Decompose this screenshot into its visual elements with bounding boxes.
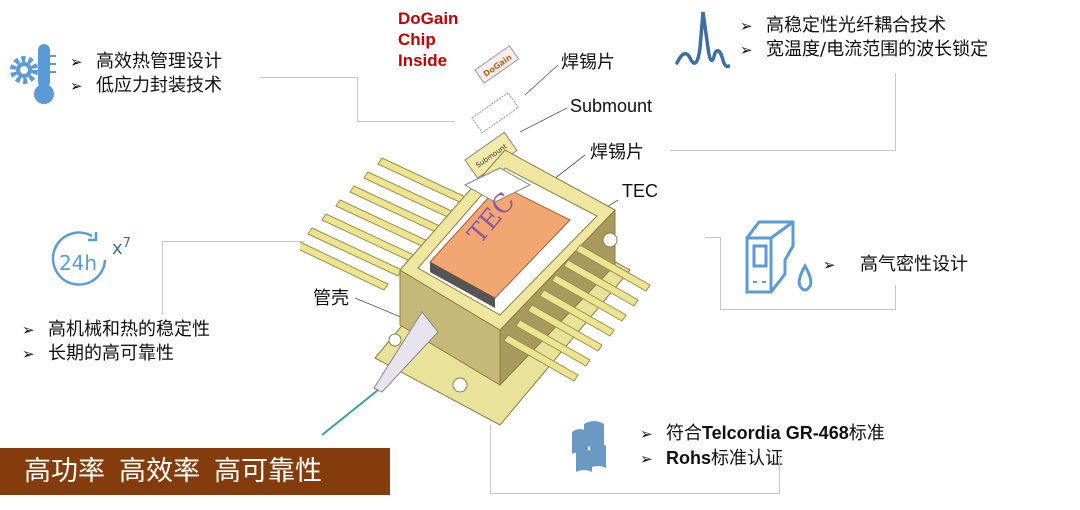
hermetic-bullets: ➢ 高气密性设计: [823, 253, 968, 277]
bullet-arrow-icon: ➢: [640, 450, 653, 468]
bullet-text: 高机械和热的稳定性: [48, 319, 210, 340]
bullet-item: ➢ 符合Telcordia GR-468标准: [640, 421, 885, 446]
optical-fiber: [321, 389, 379, 436]
banner-item: 高效率: [119, 456, 200, 487]
bullet-arrow-icon: ➢: [70, 77, 83, 95]
connector-line: [357, 121, 455, 122]
submount-label: Submount: [570, 96, 653, 116]
stability-bullets: ➢ 高机械和热的稳定性 ➢ 长期的高可靠性: [22, 318, 210, 366]
dogain-chip: DoGain: [474, 45, 520, 84]
connector-line: [670, 150, 896, 151]
bullet-item: ➢ 高气密性设计: [823, 253, 968, 277]
bullet-item: ➢ 宽温度/电流范围的波长锁定: [740, 38, 988, 62]
right-pins: [503, 244, 651, 382]
connector-line: [895, 285, 896, 310]
connector-line: [357, 77, 358, 121]
bullet-text: 宽温度/电流范围的波长锁定: [766, 39, 989, 60]
standard-name: Rohs: [666, 448, 711, 468]
bullet-item: ➢ 低应力封装技术: [70, 74, 222, 98]
solder-sheet-top: [471, 92, 520, 134]
bullet-item: ➢ 高稳定性光纤耦合技术: [740, 14, 988, 38]
bullet-arrow-icon: ➢: [740, 41, 753, 59]
bullet-text: 符合: [666, 423, 702, 444]
bullet-item: ➢ 高机械和热的稳定性: [22, 318, 210, 342]
fiber-boot: [373, 311, 439, 393]
standard-name: Telcordia GR-468: [702, 423, 849, 443]
connector-line: [162, 241, 305, 242]
label-line: Chip: [398, 30, 436, 49]
bullet-text: 高效热管理设计: [96, 51, 222, 72]
connector-line: [779, 455, 780, 494]
thermal-bullets: ➢ 高效热管理设计 ➢ 低应力封装技术: [70, 50, 222, 98]
label-line: Inside: [398, 51, 448, 70]
bullet-item: ➢ 长期的高可靠性: [22, 342, 210, 366]
tec: [429, 184, 571, 299]
connector-line: [260, 77, 357, 78]
connector-line: [490, 425, 491, 494]
left-pins: [300, 157, 473, 291]
butterfly-package-illustration: DoGain Submount TEC: [300, 45, 651, 436]
bullet-arrow-icon: ➢: [22, 321, 35, 339]
multiplier-label: x7: [112, 236, 131, 259]
feature-banner: 高功率高效率高可靠性: [0, 448, 390, 495]
multiplier-x: x: [112, 238, 123, 259]
banner-item: 高功率: [24, 456, 105, 487]
standards-bullets: ➢ 符合Telcordia GR-468标准 ➢ Rohs标准认证: [640, 421, 885, 471]
24h-text: 24h: [59, 251, 97, 275]
bullet-arrow-icon: ➢: [740, 17, 753, 35]
solder-sheet-bottom: [463, 167, 532, 203]
dogain-chip-inside-label: DoGain Chip Inside: [398, 8, 458, 71]
bullet-text: 标准认证: [711, 448, 783, 469]
housing-label: 管壳: [313, 288, 349, 309]
bullet-item: ➢ 高效热管理设计: [70, 50, 222, 74]
bullet-arrow-icon: ➢: [823, 256, 836, 274]
24h-clock-icon: 24h: [51, 231, 107, 286]
multiplier-exponent: 7: [122, 236, 131, 251]
humidity-device-icon: [745, 220, 813, 294]
gear-thermometer-icon: [10, 44, 56, 104]
bullet-arrow-icon: ➢: [640, 425, 653, 443]
bullet-text: 标准: [848, 423, 885, 444]
bullet-text: 高稳定性光纤耦合技术: [766, 15, 946, 36]
connector-line: [720, 237, 721, 309]
banner-item: 高可靠性: [214, 456, 322, 487]
connector-line: [705, 237, 720, 238]
connector-line: [490, 493, 780, 494]
solder-sheet-label: 焊锡片: [590, 142, 644, 163]
bullet-arrow-icon: ➢: [70, 53, 83, 71]
bullet-item: ➢ Rohs标准认证: [640, 446, 885, 471]
label-line: DoGain: [398, 9, 459, 28]
connector-line: [162, 241, 163, 315]
solder-sheet-label: 焊锡片: [561, 52, 615, 73]
tec-label: TEC: [622, 181, 658, 201]
bullet-text: 低应力封装技术: [96, 75, 222, 96]
bullet-arrow-icon: ➢: [22, 345, 35, 363]
connector-line: [895, 73, 896, 151]
wavelength-bullets: ➢ 高稳定性光纤耦合技术 ➢ 宽温度/电流范围的波长锁定: [740, 14, 988, 62]
document-stack-icon: [572, 421, 606, 472]
connector-line: [720, 309, 896, 310]
bullet-text: 高气密性设计: [860, 254, 968, 275]
spectrum-peak-icon: [675, 11, 730, 69]
bullet-text: 长期的高可靠性: [48, 343, 174, 364]
